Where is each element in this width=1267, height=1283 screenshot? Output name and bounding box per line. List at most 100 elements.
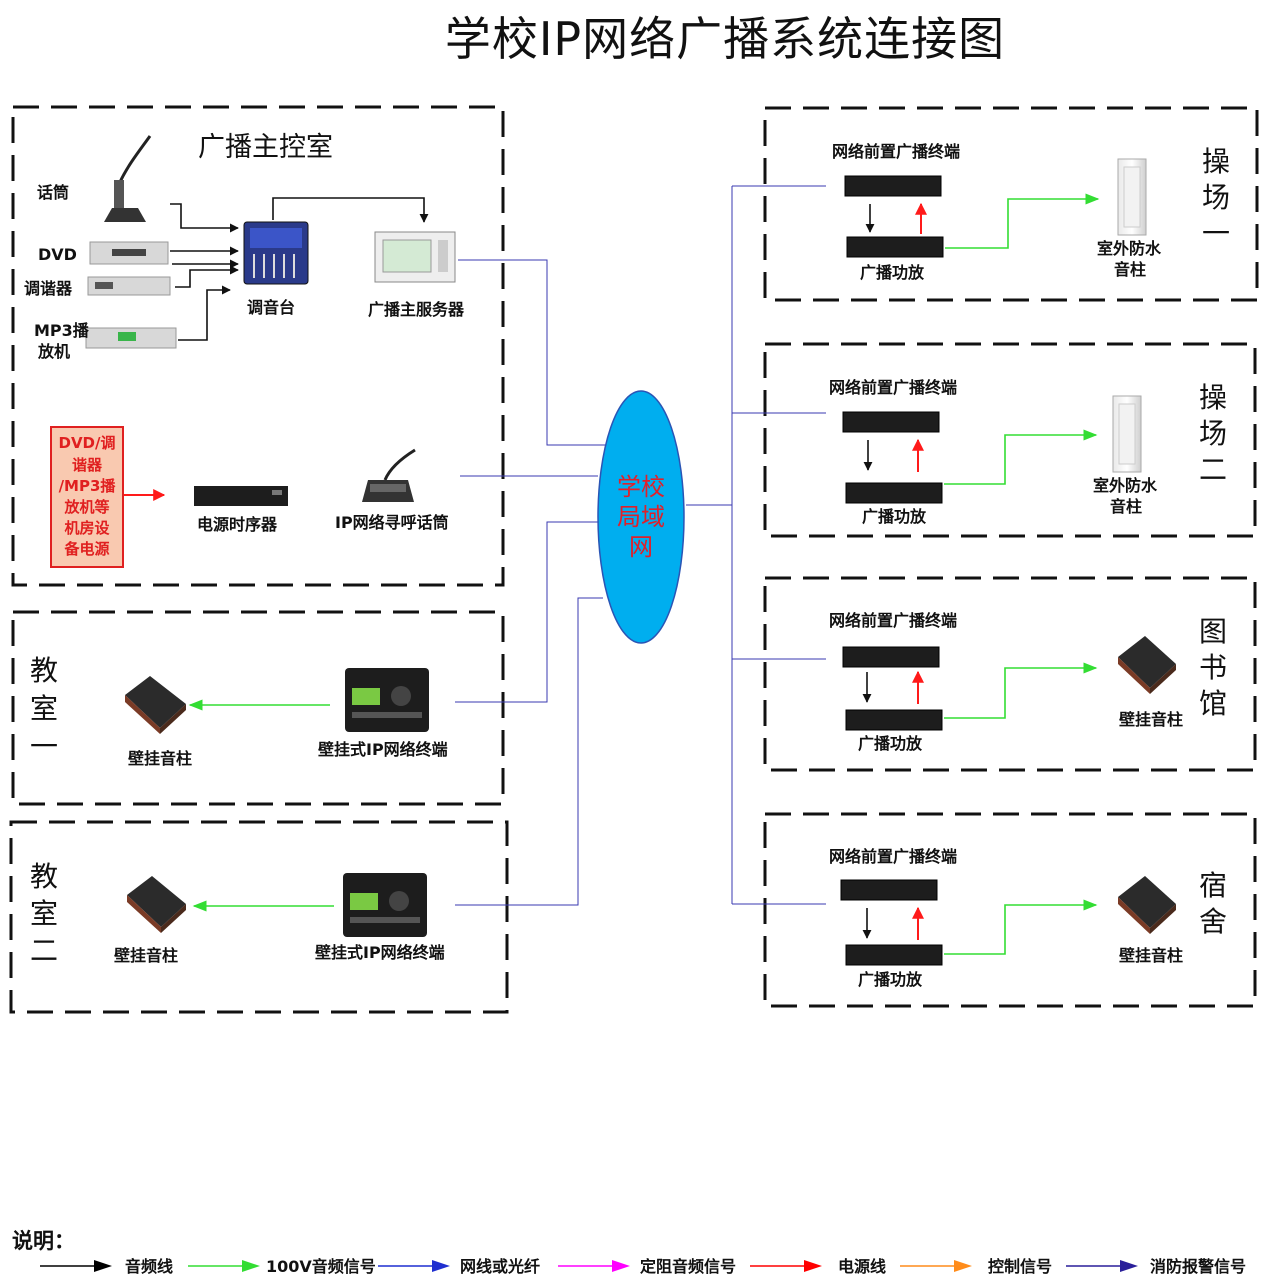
zone-2: 网络前置广播终端 广播功放 室外防水 音柱 操 场 二 — [829, 378, 1227, 526]
legend-label-3: 网线或光纤 — [460, 1257, 540, 1276]
legend-label-2: 100V音频信号 — [266, 1257, 376, 1276]
legend-arrowhead-3 — [432, 1260, 450, 1272]
zone-1-terminal-label: 网络前置广播终端 — [832, 142, 960, 161]
zone-4-terminal-label: 网络前置广播终端 — [829, 847, 957, 866]
zone-4-speaker-label: 壁挂音柱 — [1119, 946, 1183, 965]
power-note-line-5: 机房设 — [64, 519, 109, 537]
wall-terminal-icon — [343, 873, 427, 937]
legend-label-1: 音频线 — [125, 1257, 173, 1276]
lan-hub — [597, 390, 685, 644]
legend-label-5: 电源线 — [838, 1257, 886, 1276]
legend-title: 说明： — [12, 1229, 75, 1253]
classroom-1-terminal-label: 壁挂式IP网络终端 — [318, 740, 448, 759]
zone-3-name-2: 书 — [1199, 651, 1227, 684]
zone-4-box — [763, 812, 1257, 1008]
mixer-icon — [243, 221, 309, 285]
zone-2-name-1: 操 — [1199, 381, 1227, 414]
zone-1: 网络前置广播终端 广播功放 室外防水 音柱 操 场 一 — [832, 142, 1230, 282]
wall-speaker-icon — [1118, 876, 1176, 934]
zone-4-name-1: 宿 — [1199, 869, 1227, 902]
zone-3-name-1: 图 — [1199, 615, 1227, 648]
classroom-1-name-1: 教 — [30, 654, 58, 687]
zone-3-amp-label: 广播功放 — [858, 734, 923, 753]
legend-label-7: 消防报警信号 — [1150, 1257, 1246, 1276]
zone-4-amp-icon — [845, 944, 943, 966]
zone-4-signal — [944, 899, 1098, 955]
legend-arrowhead-4 — [612, 1260, 630, 1272]
zone-2-terminal-icon — [842, 411, 940, 433]
zone-3-box — [763, 576, 1257, 772]
classroom-1-box — [11, 610, 505, 806]
legend-arrowhead-5 — [804, 1260, 822, 1272]
tuner-icon — [87, 276, 171, 296]
legend-label-6: 控制信号 — [988, 1257, 1052, 1276]
zone-2-name-3: 二 — [1199, 453, 1227, 486]
classroom-2-terminal-label: 壁挂式IP网络终端 — [315, 943, 445, 962]
zone-2-signal — [944, 429, 1098, 485]
zone-3-signal — [944, 662, 1098, 719]
power-note-line-4: 放机等 — [63, 498, 109, 516]
dvd-player-icon — [89, 241, 169, 265]
label-mixer: 调音台 — [247, 298, 295, 317]
zone-3-terminal-label: 网络前置广播终端 — [829, 611, 957, 630]
hub-label-2: 局域 — [617, 503, 665, 531]
zone-1-terminal-icon — [844, 175, 942, 197]
power-note-line-2: 谐器 — [72, 456, 103, 474]
classroom-1-name-3: 一 — [30, 730, 58, 763]
zone-1-name-3: 一 — [1202, 217, 1230, 250]
zone-1-amp-label: 广播功放 — [860, 263, 925, 282]
master-room-box — [11, 105, 505, 587]
legend — [40, 1260, 1138, 1272]
label-mic: 话筒 — [37, 183, 69, 202]
power-note-text: DVD/调 谐器 /MP3播 放机等 机房设 备电源 — [59, 434, 117, 558]
zone-3-name-3: 馆 — [1199, 687, 1227, 720]
zone-4-amp-label: 广播功放 — [858, 970, 923, 989]
zone-2-box — [763, 342, 1257, 538]
zone-3-speaker-label: 壁挂音柱 — [1119, 710, 1183, 729]
classroom-2: 教 室 二 壁挂音柱 壁挂式IP网络终端 — [30, 860, 445, 967]
zone-1-name-2: 场 — [1202, 181, 1230, 214]
zone-4-terminal-icon — [840, 879, 938, 901]
zone-1-speaker-label-1: 室外防水 — [1097, 239, 1162, 258]
classroom-2-name-3: 二 — [30, 934, 58, 967]
classroom-2-name-1: 教 — [30, 860, 58, 893]
wall-speaker-icon — [1118, 636, 1176, 694]
zone-2-name-2: 场 — [1199, 417, 1227, 450]
hub-label-3: 网 — [629, 533, 653, 561]
zone-1-signal — [945, 193, 1100, 249]
classroom-1: 教 室 一 壁挂音柱 壁挂式IP网络终端 — [30, 654, 448, 768]
outdoor-column-speaker-icon — [1112, 395, 1142, 473]
legend-arrowhead-2 — [242, 1260, 260, 1272]
hub-label-1: 学校 — [617, 473, 665, 501]
zone-3-terminal-icon — [842, 646, 940, 668]
classroom-1-speaker-label: 壁挂音柱 — [128, 749, 192, 768]
wall-speaker-icon — [125, 676, 186, 734]
mp3-player-icon — [85, 327, 177, 349]
diagram-title: 学校IP网络广播系统连接图 — [445, 12, 1005, 66]
power-note-box — [50, 426, 124, 568]
zone-2-terminal-label: 网络前置广播终端 — [829, 378, 957, 397]
classroom-2-name-2: 室 — [30, 897, 58, 930]
legend-arrowhead-6 — [954, 1260, 972, 1272]
zone-4-name-2: 舍 — [1199, 905, 1227, 938]
legend-label-4: 定阻音频信号 — [639, 1257, 736, 1276]
zone-2-speaker-label-1: 室外防水 — [1093, 476, 1158, 495]
legend-arrowhead-1 — [94, 1260, 112, 1272]
wall-terminal-icon — [345, 668, 429, 732]
network-wiring — [455, 185, 826, 906]
label-sequencer: 电源时序器 — [197, 515, 278, 534]
audio-wiring — [170, 197, 429, 341]
classroom-1-name-2: 室 — [30, 692, 58, 725]
wall-speaker-icon — [127, 876, 186, 933]
zone-1-name-1: 操 — [1202, 145, 1230, 178]
legend-arrowhead-7 — [1120, 1260, 1138, 1272]
server-icon — [374, 231, 456, 283]
legend-labels: 音频线 100V音频信号 网线或光纤 定阻音频信号 电源线 控制信号 消防报警信… — [125, 1257, 1246, 1276]
zone-2-amp-label: 广播功放 — [862, 507, 927, 526]
microphone-icon — [104, 135, 152, 222]
zone-3-amp-icon — [845, 709, 943, 731]
power-note-line-1: DVD/调 — [59, 434, 116, 452]
classroom-2-box — [9, 820, 509, 1014]
zone-1-amp-icon — [846, 236, 944, 258]
